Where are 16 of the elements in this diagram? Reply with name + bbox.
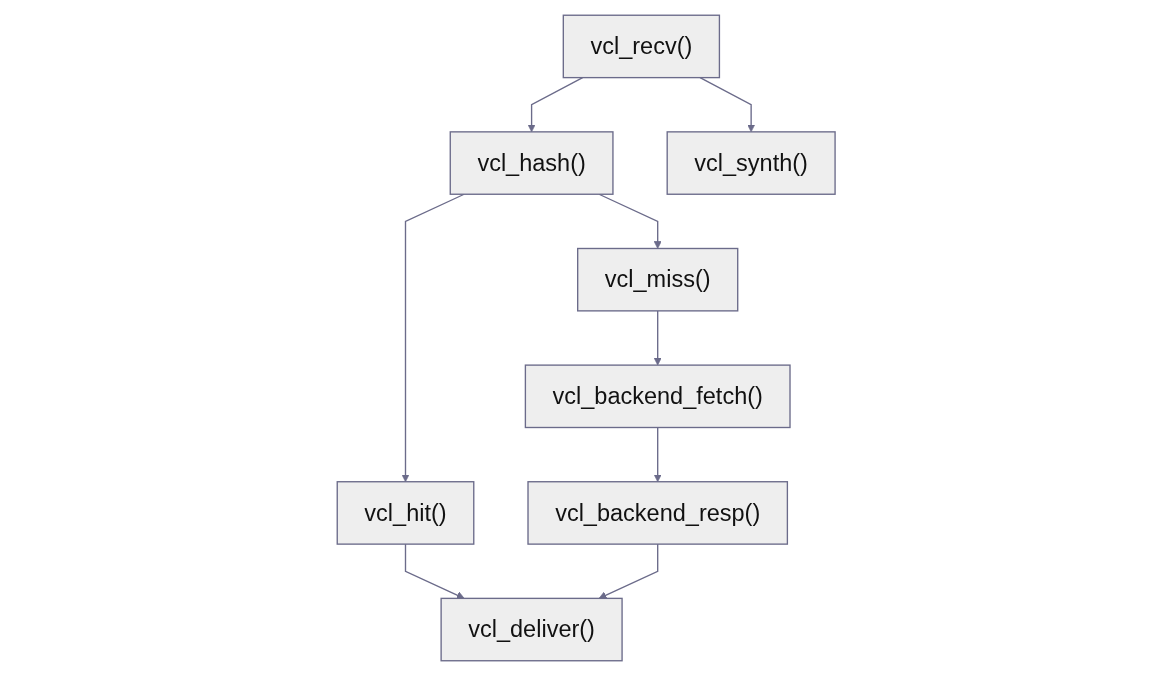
arrow	[401, 193, 465, 482]
node-box: vcl_deliver()	[440, 597, 623, 661]
node-box: vcl_synth()	[666, 130, 836, 195]
node-box: vcl_backend_fetch()	[524, 363, 791, 428]
arrow	[699, 76, 755, 132]
node-box: vcl_backend_resp()	[527, 480, 788, 545]
node-box: vcl_hit()	[336, 480, 475, 545]
node-box: vcl_miss()	[576, 247, 739, 312]
arrow	[653, 309, 662, 365]
arrow	[527, 76, 584, 132]
node-box: vcl_hash()	[449, 130, 614, 195]
node-box: vcl_recv()	[562, 14, 720, 78]
arrow	[598, 542, 659, 599]
arrow	[598, 193, 662, 249]
arrow	[404, 542, 465, 599]
arrow	[653, 426, 662, 482]
